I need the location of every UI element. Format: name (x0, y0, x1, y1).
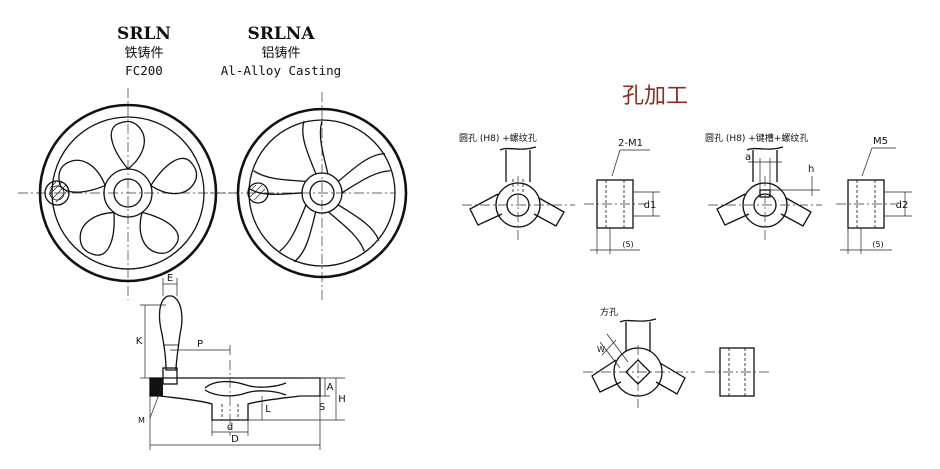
h-label: h (808, 164, 814, 175)
label-D: D (231, 434, 239, 445)
label-E: E (167, 273, 173, 284)
square-hole-caption: 方孔 (600, 306, 618, 318)
keyway-hole-detail: 圆孔 (H8) +键槽+螺纹孔 a h M5 d2 (5) (705, 132, 912, 254)
model-code-srln: SRLN (117, 24, 171, 44)
round-hole-caption: 圆孔 (H8) +螺纹孔 (459, 132, 537, 144)
d2-label: d2 (896, 200, 909, 211)
material-srln: FC200 (125, 63, 163, 78)
model-code-srlna: SRLNA (247, 24, 315, 44)
wheel-srlna-front-view (210, 92, 408, 300)
keyway-caption: 圆孔 (H8) +键槽+螺纹孔 (705, 132, 808, 144)
label-A: A (327, 382, 334, 393)
material-cn-srlna: 铝铸件 (261, 45, 300, 61)
header-srln: SRLN 铁铸件 FC200 (117, 24, 171, 78)
keyway-thread-label: M5 (873, 136, 888, 147)
label-L: L (265, 404, 271, 415)
label-S: S (319, 402, 325, 413)
hole-processing-title: 孔加工 (622, 84, 688, 109)
round-thread-label: 2-M1 (618, 138, 643, 149)
depth-label-round: (5) (622, 240, 633, 249)
square-w-label: W (597, 345, 605, 354)
material-cn-srln: 铁铸件 (124, 45, 163, 61)
side-view: E K P A H S L M d D (136, 273, 346, 450)
square-hole-detail: 方孔 W (583, 306, 770, 408)
header-srlna: SRLNA 铝铸件 Al-Alloy Casting (221, 24, 341, 78)
label-P: P (197, 339, 203, 350)
wheel-srln-front-view (18, 88, 238, 300)
a-label: a (745, 152, 751, 163)
label-H: H (338, 394, 346, 405)
d1-label: d1 (644, 200, 657, 211)
label-d: d (227, 422, 233, 433)
material-srlna: Al-Alloy Casting (221, 63, 341, 78)
label-K: K (136, 336, 143, 347)
label-M: M (138, 416, 145, 425)
depth-label-keyway: (5) (872, 240, 883, 249)
round-hole-detail: 圆孔 (H8) +螺纹孔 2-M1 d1 (5) (459, 132, 660, 254)
